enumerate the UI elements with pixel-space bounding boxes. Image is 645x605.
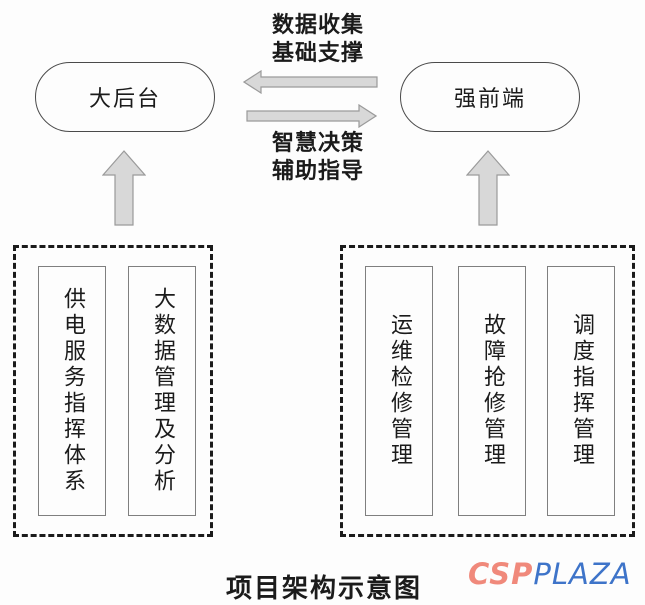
frontend-node-label: 强前端 [453, 87, 526, 112]
module-card-label: 供电服务指挥体系 [60, 287, 85, 495]
arrow-up-shape [466, 150, 510, 226]
module-card-label: 故障抢修管理 [480, 313, 505, 469]
smart-decision-caption: 智慧决策 辅助指导 [248, 130, 388, 186]
module-card-label: 运维检修管理 [387, 313, 412, 469]
module-card-label: 调度指挥管理 [569, 313, 594, 469]
arrow-right-icon [246, 104, 377, 128]
caption-line: 智慧决策 [271, 131, 364, 156]
logo-csp-text: CSP [468, 557, 534, 591]
module-card: 大数据管理及分析 [128, 266, 196, 516]
diagram-caption: 项目架构示意图 [226, 574, 423, 604]
arrow-up-right-icon [466, 150, 510, 226]
backend-node-label: 大后台 [88, 87, 161, 112]
caption-line: 辅助指导 [271, 159, 364, 184]
caption-line: 数据收集 [271, 13, 364, 38]
data-collection-caption: 数据收集 基础支撑 [248, 12, 388, 68]
module-card: 运维检修管理 [365, 266, 433, 516]
module-card-label: 大数据管理及分析 [150, 287, 175, 495]
arrow-up-shape [102, 150, 146, 226]
frontend-node: 强前端 [400, 62, 580, 132]
module-card: 供电服务指挥体系 [38, 266, 106, 516]
cspplaza-logo: CSPPLAZA [468, 557, 632, 591]
frontend-module-group: 运维检修管理 故障抢修管理 调度指挥管理 [340, 245, 635, 537]
backend-module-group: 供电服务指挥体系 大数据管理及分析 [13, 245, 213, 537]
arrow-right-shape [246, 104, 377, 128]
backend-node: 大后台 [35, 62, 215, 132]
arrow-left-shape [243, 70, 378, 94]
module-card: 调度指挥管理 [547, 266, 615, 516]
logo-plaza-text: PLAZA [533, 557, 632, 591]
arrow-up-left-icon [102, 150, 146, 226]
caption-line: 基础支撑 [271, 41, 364, 66]
module-card: 故障抢修管理 [458, 266, 526, 516]
arrow-left-icon [243, 70, 378, 94]
